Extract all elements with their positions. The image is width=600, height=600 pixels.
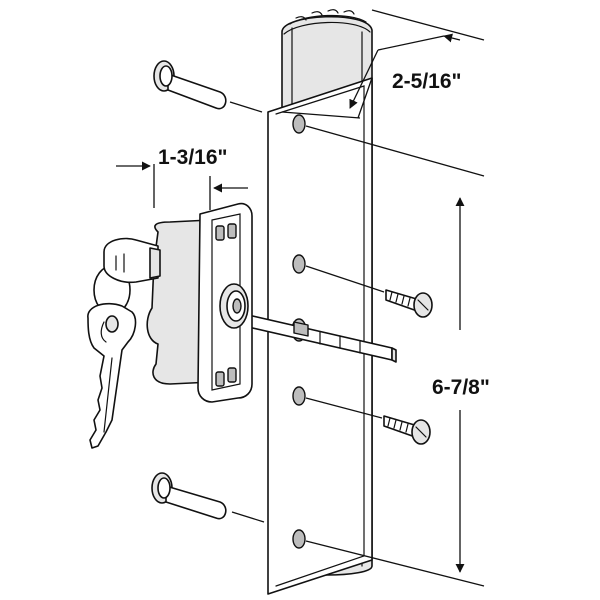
plate-hole-4 — [292, 529, 306, 549]
plate-hole-3 — [292, 386, 306, 406]
dim-label-lock-depth: 1-3/16" — [158, 146, 228, 169]
dim-hole-spacing: 6-7/8" — [305, 125, 490, 587]
keys — [87, 237, 161, 449]
dim-lock-depth: 1-3/16" — [116, 146, 248, 210]
handle-bar — [267, 9, 373, 595]
plate-hole-2 — [292, 254, 306, 274]
pin-top — [153, 60, 263, 113]
screw-lower — [383, 415, 431, 445]
dim-top-width: 2-5/16" — [281, 9, 485, 119]
key-1 — [103, 237, 159, 284]
dim-label-hole-spacing: 6-7/8" — [432, 376, 490, 399]
plate-hole-1 — [292, 114, 306, 134]
dim-label-top-width: 2-5/16" — [392, 70, 462, 93]
key-2 — [87, 302, 137, 449]
pin-bottom — [151, 472, 265, 523]
lock-body — [146, 202, 253, 403]
screw-upper — [385, 289, 433, 318]
